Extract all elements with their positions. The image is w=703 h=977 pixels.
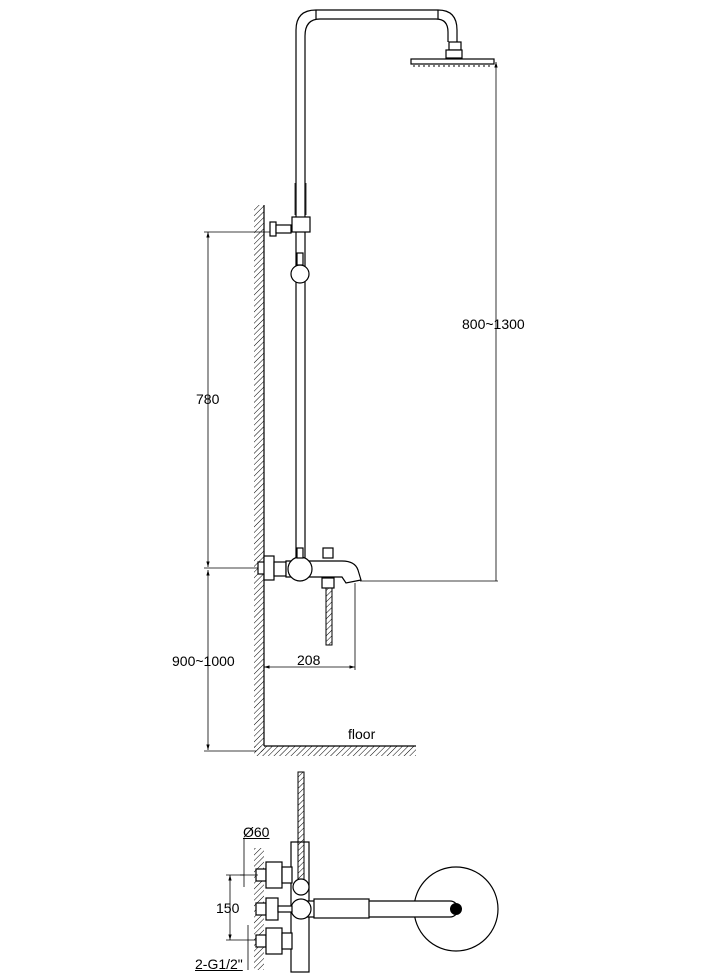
inlet-spacing-label: 150	[216, 900, 240, 916]
bath-mixer	[257, 547, 362, 646]
inlet-connectors	[255, 861, 293, 955]
head-height-label: 800~1300	[462, 316, 525, 332]
bar-height-label: 780	[196, 391, 220, 407]
floor-label: floor	[348, 726, 376, 742]
shower-riser	[294, 9, 463, 560]
shower-head	[410, 58, 495, 67]
mixer-height-label: 900~1000	[172, 653, 235, 669]
plan-view	[226, 771, 499, 973]
wall	[254, 205, 265, 752]
bar-bracket	[269, 216, 311, 284]
inlet-thread-label: 2-G1/2"	[195, 956, 243, 972]
floor	[254, 745, 416, 756]
spout-projection-label: 208	[297, 652, 321, 668]
flange-diameter-label: Ø60	[243, 824, 270, 840]
dimension-lines	[204, 61, 498, 752]
